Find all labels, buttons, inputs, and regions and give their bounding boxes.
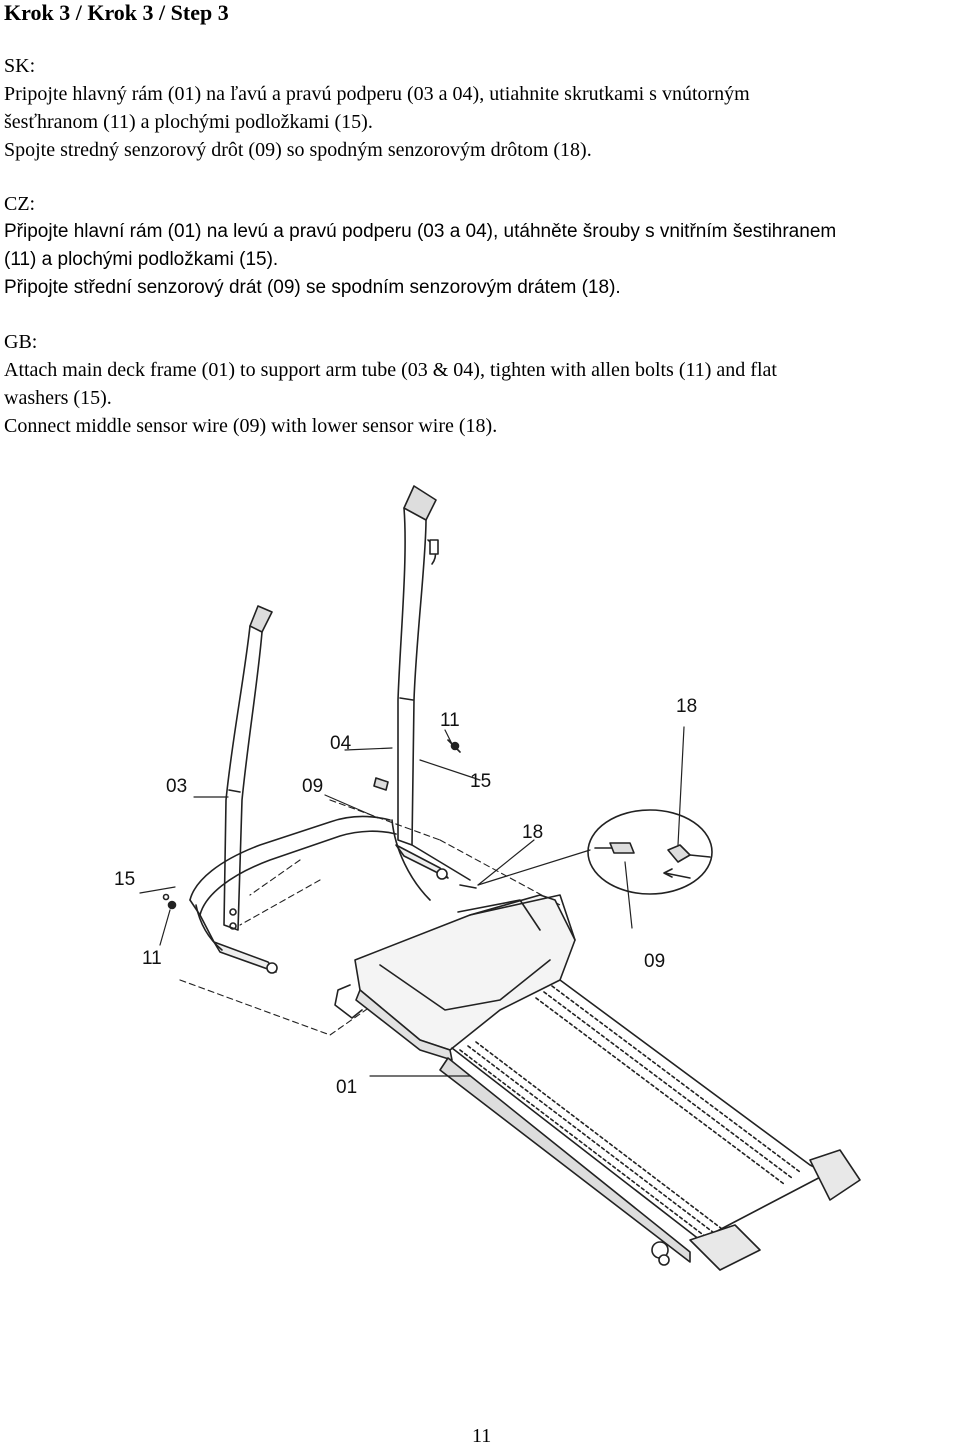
right-upright-04 bbox=[373, 485, 449, 880]
callout-11: 11 bbox=[440, 710, 460, 731]
base-frame bbox=[189, 815, 471, 951]
instruction-line: Připojte hlavní rám (01) na levú a pravú… bbox=[4, 221, 837, 242]
instruction-line: Připojte střední senzorový drát (09) se … bbox=[4, 277, 621, 298]
left-upright-03 bbox=[213, 605, 278, 974]
treadmill-deck bbox=[439, 979, 861, 1271]
instructions-sk: SK: Pripojte hlavný rám (01) na ľavú a p… bbox=[4, 52, 954, 164]
callout-09: 09 bbox=[302, 776, 323, 797]
instruction-line: Spojte stredný senzorový drôt (09) so sp… bbox=[4, 139, 592, 161]
callout-04: 04 bbox=[330, 733, 352, 754]
callout-01: 01 bbox=[336, 1077, 357, 1098]
language-label-cz: CZ: bbox=[4, 193, 36, 215]
instruction-line: Pripojte hlavný rám (01) na ľavú a pravú… bbox=[4, 83, 750, 105]
step-title: Krok 3 / Krok 3 / Step 3 bbox=[4, 0, 229, 25]
callout-18-connector: 18 bbox=[676, 696, 697, 717]
callout-03: 03 bbox=[166, 776, 187, 797]
instructions-cz: CZ: Připojte hlavní rám (01) na levú a p… bbox=[4, 190, 954, 302]
connector-detail bbox=[587, 809, 713, 895]
instruction-line: (11) a plochými podložkami (15). bbox=[4, 249, 279, 270]
page-number: 11 bbox=[472, 1425, 492, 1447]
callout-18: 18 bbox=[522, 822, 543, 843]
instruction-line: washers (15). bbox=[4, 387, 112, 409]
callout-09-connector: 09 bbox=[644, 951, 665, 972]
motor-hood bbox=[334, 894, 576, 1061]
instruction-line: šesťhranom (11) a plochými podložkami (1… bbox=[4, 111, 373, 133]
callout-15: 15 bbox=[470, 771, 491, 792]
bolts-washers bbox=[162, 739, 461, 910]
assembly-diagram: 03 04 09 11 15 18 18 15 11 09 01 bbox=[114, 485, 861, 1271]
language-label-gb: GB: bbox=[4, 331, 38, 353]
callout-15-left: 15 bbox=[114, 869, 135, 890]
leader-lines bbox=[139, 726, 685, 1077]
instruction-line: Attach main deck frame (01) to support a… bbox=[4, 359, 777, 381]
callout-11-left: 11 bbox=[142, 948, 162, 969]
instructions-gb: GB: Attach main deck frame (01) to suppo… bbox=[4, 328, 954, 440]
language-label-sk: SK: bbox=[4, 55, 36, 77]
sensor-wires bbox=[391, 819, 477, 901]
instruction-line: Connect middle sensor wire (09) with low… bbox=[4, 415, 498, 437]
